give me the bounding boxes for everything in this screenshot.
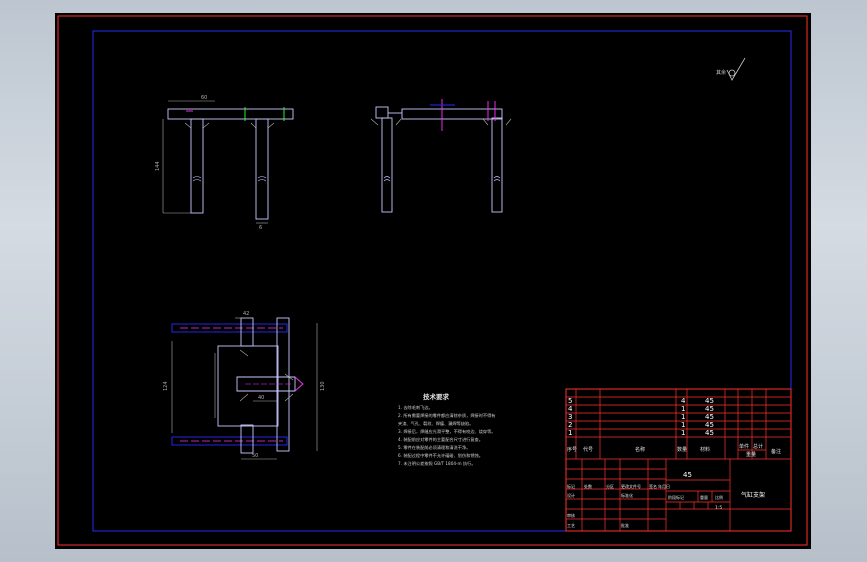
header-unit-weight: 单件: [739, 443, 749, 450]
title-material: 45: [683, 471, 692, 479]
dim-plan-width: 42: [243, 311, 249, 317]
signature-label: 签名: [649, 483, 657, 489]
dim-front-leg: 6: [259, 225, 262, 231]
plan-view: [171, 317, 318, 460]
plan-bottom-bar: [171, 436, 288, 446]
plan-block-lower: [240, 424, 254, 454]
change-doc-label: 更改文件号: [621, 483, 641, 489]
side-left-block: [375, 106, 389, 119]
part-qty: 1: [681, 429, 685, 437]
header-total-weight: 总计: [753, 443, 763, 450]
header-name: 名称: [635, 446, 645, 453]
approve-label: 批准: [621, 522, 629, 528]
part-qty: 1: [681, 413, 685, 421]
drawing-canvas: 其余 60 144 6: [57, 15, 808, 546]
scale-value: 1:5: [715, 505, 722, 511]
outer-frame: [57, 15, 808, 546]
dim-plan-height: 124: [163, 381, 169, 391]
front-left-leg: [190, 118, 204, 214]
requirement-item: 3. 焊接后，焊缝应光滑平整，不得有咬边、烧穿等。: [398, 428, 495, 435]
mark-label: 标记: [567, 483, 575, 489]
part-no: 3: [568, 413, 572, 421]
technical-requirements: 技术要求 1. 去除毛刺飞边。 2. 所有需要焊接的零件都应清除杂质，焊接时不得…: [398, 392, 495, 467]
part-qty: 1: [681, 421, 685, 429]
requirement-item: 6. 装配过程中零件不允许磕碰、划伤和锈蚀。: [398, 452, 483, 459]
dim-front-height: 144: [155, 161, 161, 171]
front-view: [162, 100, 294, 224]
title-block: 5 4 45 4 1 45 3 1 45 2 1 45 1 1 45 序号 代号…: [565, 388, 792, 532]
drawing-name: 气缸支架: [741, 491, 765, 499]
header-weight: 重量: [746, 451, 756, 458]
scale-label: 比例: [715, 494, 723, 500]
plan-top-bar: [171, 323, 288, 333]
header-code: 代号: [583, 446, 593, 453]
designer-label: 设计: [567, 492, 575, 498]
side-right-leg: [491, 117, 503, 213]
part-material: 45: [705, 429, 714, 437]
part-qty: 1: [681, 405, 685, 413]
dim-front-top: 60: [201, 95, 207, 101]
weight-label: 重量: [700, 494, 708, 500]
part-no: 5: [568, 397, 572, 405]
requirement-item: 2. 所有需要焊接的零件都应清除杂质，焊接时不得有: [398, 412, 495, 419]
standardization-label: 标准化: [621, 492, 633, 498]
plan-center-frame: [217, 345, 279, 427]
front-right-leg: [255, 118, 269, 220]
date-label: 年月日: [658, 483, 670, 489]
process-label: 工艺: [567, 523, 575, 528]
part-material: 45: [705, 421, 714, 429]
requirements-title: 技术要求: [423, 392, 450, 401]
requirement-item: 4. 装配前应对零件的主要配合尺寸进行复查。: [398, 436, 483, 443]
requirement-item: 1. 去除毛刺飞边。: [398, 404, 433, 411]
part-material: 45: [705, 413, 714, 421]
zone-label: 分区: [606, 483, 614, 489]
part-no: 2: [568, 421, 572, 429]
review-label: 审核: [567, 512, 575, 518]
requirement-item: 5. 零件在装配前必须清理和清洗干净。: [398, 444, 470, 451]
dim-plan-right: 130: [320, 381, 326, 391]
header-no: 序号: [567, 446, 577, 453]
part-no: 4: [568, 405, 573, 413]
side-left-leg: [381, 117, 393, 213]
surface-finish-symbol: 其余: [716, 57, 746, 81]
stage-label: 阶段标记: [668, 494, 684, 500]
side-view: [370, 99, 512, 213]
part-qty: 4: [681, 397, 686, 405]
requirement-item: 夹渣、气孔、裂纹、焊瘤、漏焊等缺陷。: [398, 420, 473, 427]
inner-frame: [92, 30, 792, 532]
dim-plan-mid: 40: [258, 395, 264, 401]
header-qty: 数量: [677, 446, 687, 453]
side-top-plate: [401, 108, 503, 120]
drawing-sheet: 其余 60 144 6: [55, 13, 811, 549]
dim-plan-bottom: 50: [252, 453, 258, 459]
count-label: 处数: [584, 483, 592, 489]
part-no: 1: [568, 429, 572, 437]
plan-right-plate: [276, 317, 290, 452]
part-material: 45: [705, 405, 714, 413]
requirement-item: 7. 未注明公差按照 GB/T 1804-m 执行。: [398, 460, 476, 467]
part-material: 45: [705, 397, 714, 405]
header-material: 材料: [700, 446, 710, 453]
header-remarks: 备注: [771, 448, 781, 455]
front-top-plate: [167, 108, 294, 120]
surface-finish-note: 其余: [716, 69, 726, 76]
